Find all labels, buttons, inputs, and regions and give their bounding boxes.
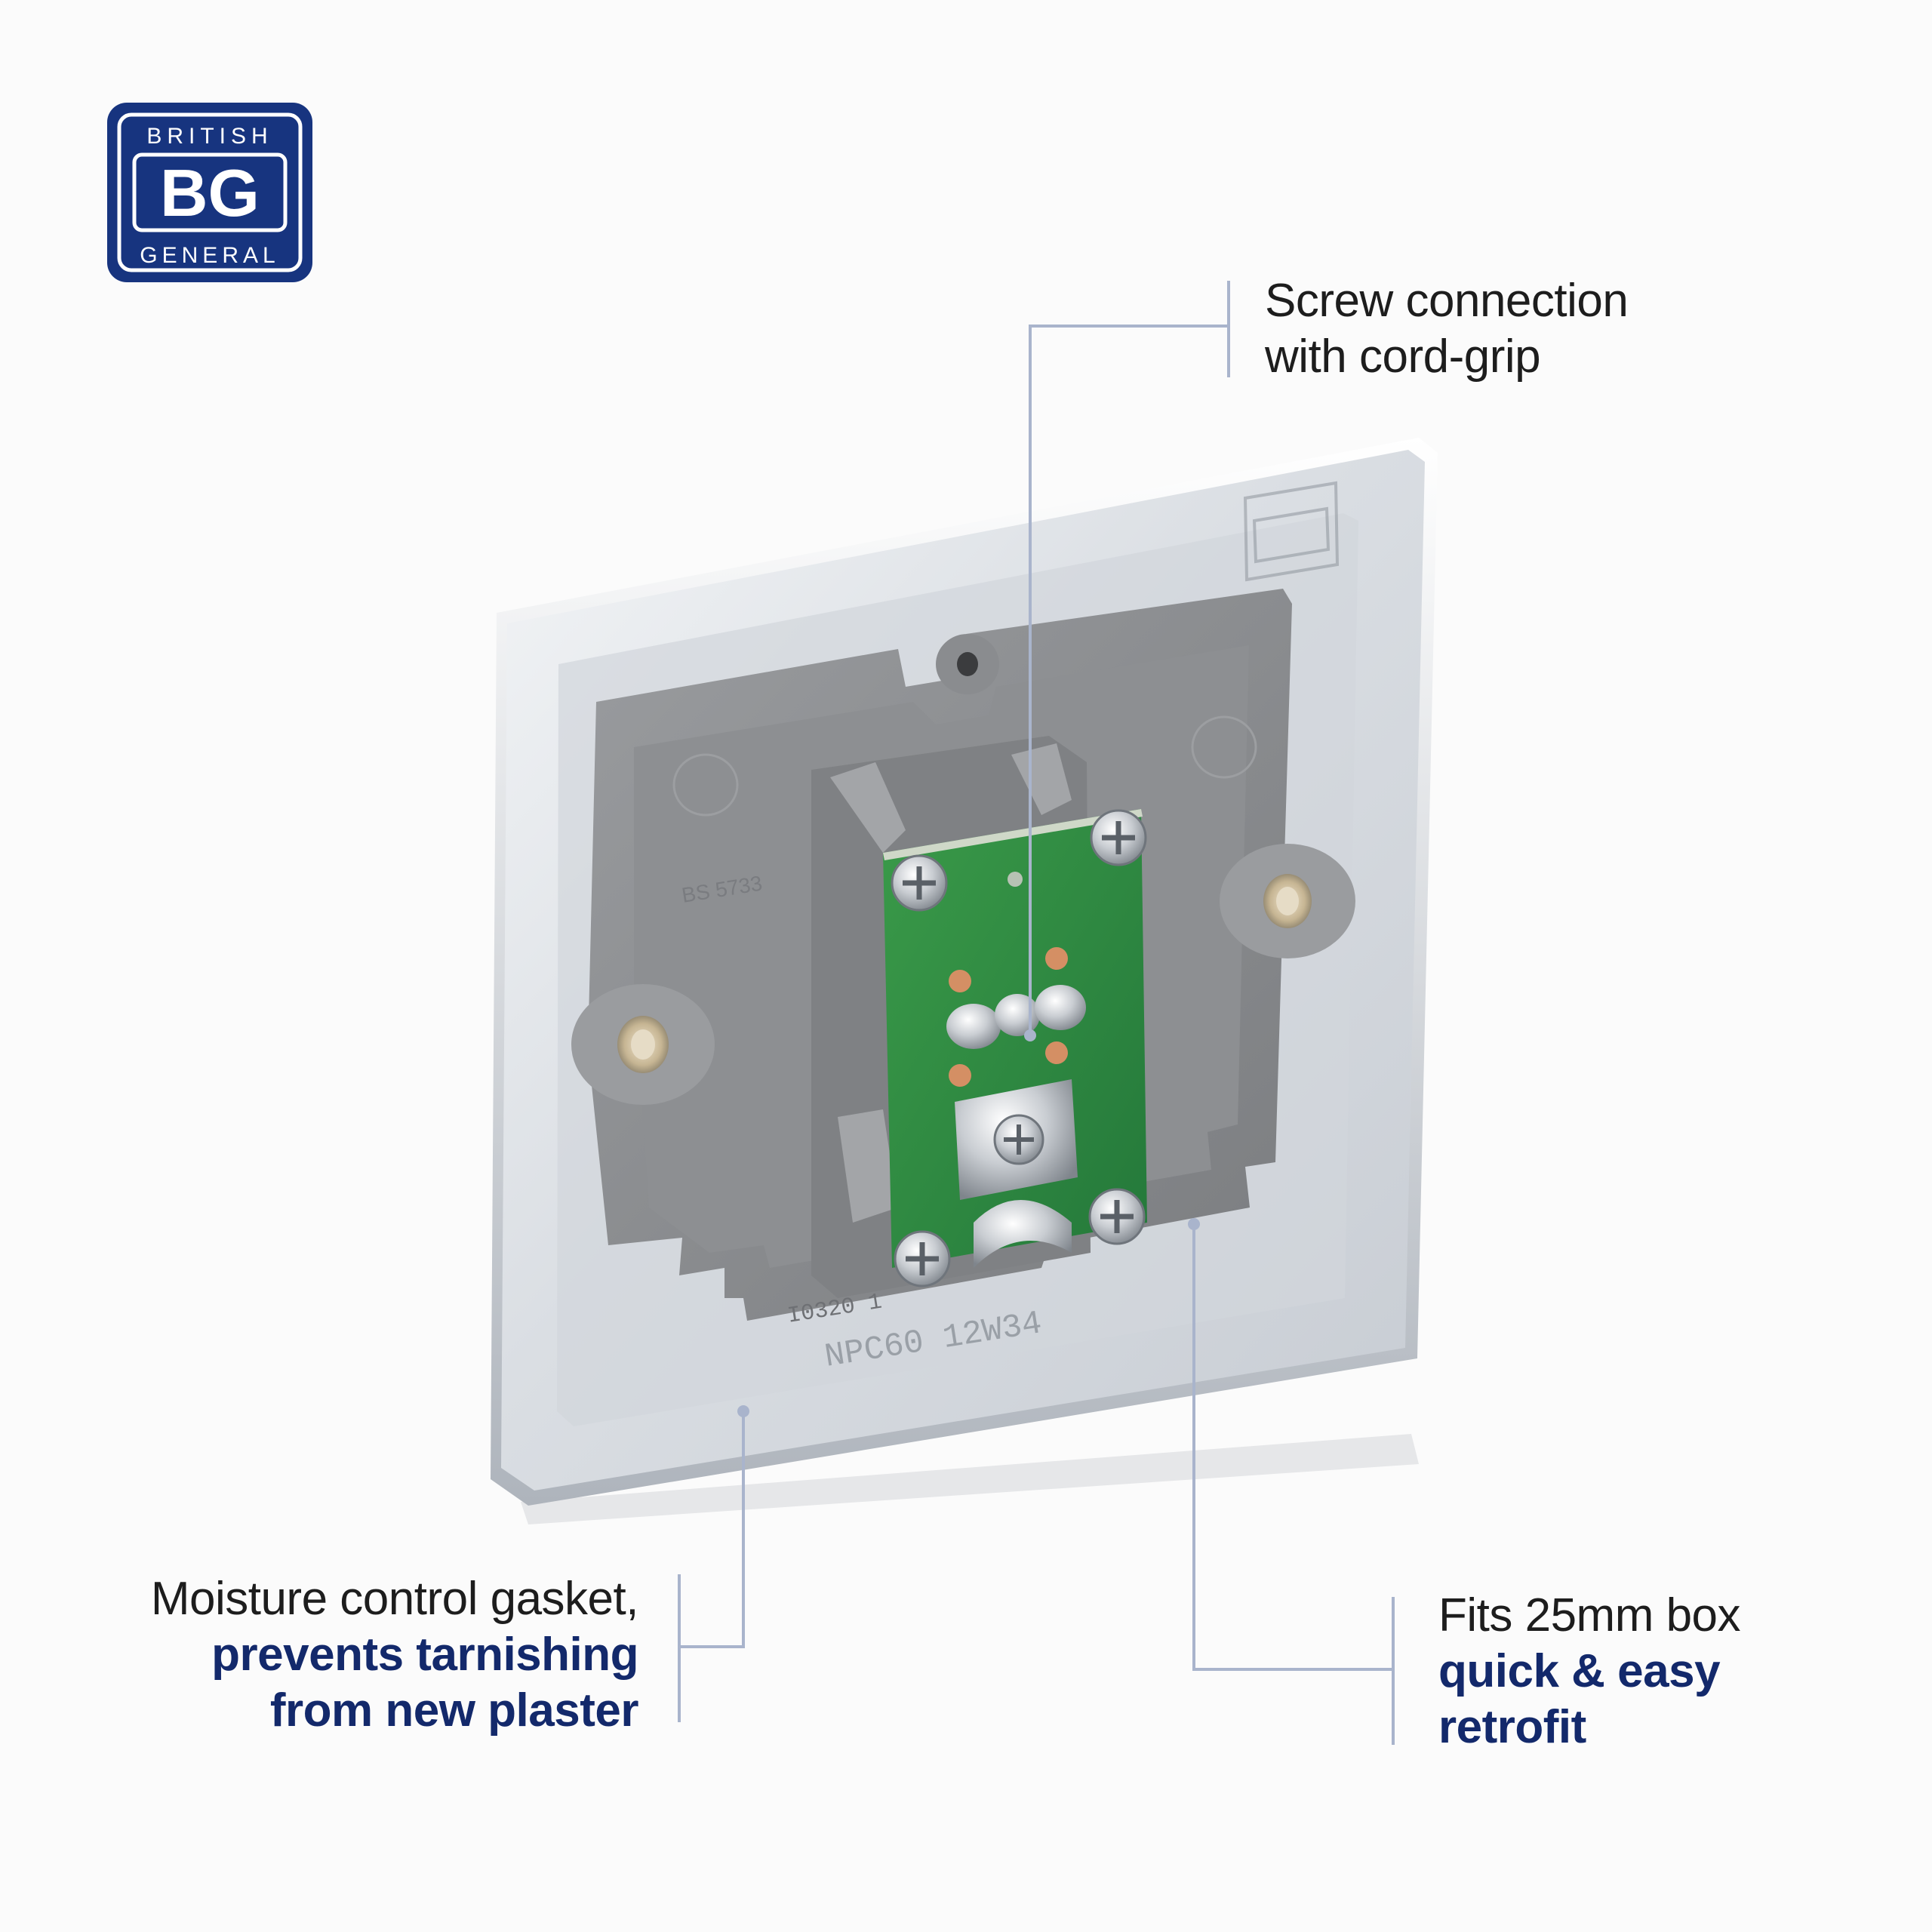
logo-bottom-text: GENERAL (140, 243, 279, 268)
plate-embossed-logo (1243, 481, 1340, 582)
left-fixing-lug (571, 984, 715, 1105)
leader-dot-gasket (737, 1405, 749, 1417)
pcb-screw-bottom-left (894, 1230, 951, 1287)
leader-dot-box (1188, 1218, 1200, 1230)
leader-lines (678, 281, 1395, 1745)
logo-mark-text: BG (160, 155, 260, 230)
logo-top-text: BRITISH (146, 124, 272, 149)
callout-gasket-line-2: prevents tarnishing (211, 1629, 638, 1681)
leader-line-screw (1029, 281, 1230, 1034)
socket-back-view: BS 5733 I0320 1 NPC60 12W34 (491, 438, 1438, 1524)
callout-gasket-line-3: from new plaster (269, 1684, 639, 1737)
logo-mark-panel (132, 152, 288, 232)
callout-screw-connection: Screw connection with cord-grip (1265, 273, 1629, 385)
logo-outer-badge (107, 103, 312, 282)
right-fixing-lug (1220, 844, 1355, 958)
pcb-screw-bottom-right (1088, 1188, 1146, 1245)
cord-grip-clamp (955, 1079, 1078, 1268)
moulded-circle-left (672, 753, 739, 817)
callout-moisture-gasket: Moisture control gasket, prevents tarnis… (150, 1571, 639, 1739)
connector-fins-top-2 (1011, 743, 1072, 815)
leader-dot-screw (1024, 1029, 1036, 1041)
solder-pads (949, 872, 1068, 1087)
leader-line-box (1192, 1224, 1395, 1745)
top-locating-hole (936, 634, 999, 694)
pcb-screw-top-right (1090, 809, 1147, 866)
connector-fins-bottom (838, 1109, 898, 1223)
callout-screw-line-1: Screw connection (1265, 275, 1629, 327)
callout-screw-line-2: with cord-grip (1265, 331, 1541, 383)
pcb-screw-top-left (891, 854, 948, 912)
callout-box-line-3: retrofit (1438, 1701, 1586, 1753)
leader-line-gasket (678, 1411, 745, 1722)
pcb-board (883, 809, 1147, 1268)
callout-box-line-1: Fits 25mm box (1438, 1589, 1741, 1641)
connector-fins-top (830, 762, 906, 853)
british-general-logo: BRITISH BG GENERAL (107, 103, 312, 282)
logo-inner-border (117, 112, 303, 272)
pcb-edge (883, 809, 1143, 860)
callout-fits-box: Fits 25mm box quick & easy retrofit (1438, 1588, 1741, 1755)
moulded-circle-right (1191, 715, 1257, 779)
callout-box-line-2: quick & easy (1438, 1645, 1721, 1697)
callout-gasket-line-1: Moisture control gasket, (150, 1573, 639, 1625)
